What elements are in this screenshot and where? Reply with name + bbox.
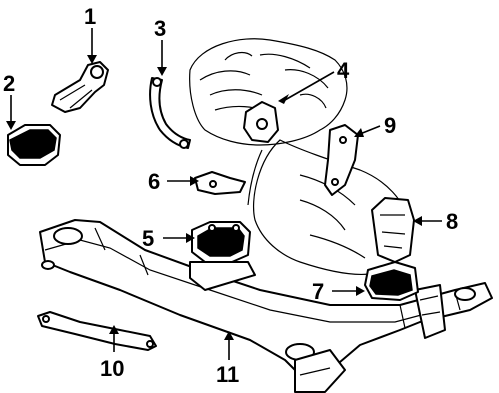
part-6-bracket: [194, 171, 246, 195]
callout-9: 9: [384, 113, 396, 138]
part-10-brace: [37, 311, 157, 351]
engine-cradle: [39, 219, 493, 393]
callout-3: 3: [154, 16, 166, 41]
arrow-1: [87, 55, 97, 64]
leader-4: [284, 71, 335, 101]
callout-7: 7: [312, 279, 324, 304]
callout-1: 1: [84, 4, 96, 29]
arrow-9: [354, 128, 364, 137]
arrow-2: [6, 121, 16, 130]
arrow-6: [190, 176, 199, 186]
callout-4: 4: [337, 58, 350, 83]
callout-2: 2: [3, 71, 15, 96]
arrow-7: [356, 286, 365, 296]
arrow-5: [186, 233, 195, 243]
callout-labels: 1 2 3 4 5 6 7 8 9 10 11: [3, 4, 458, 387]
part-1-mount-bracket: [51, 61, 109, 113]
arrow-4: [278, 94, 289, 104]
callout-8: 8: [446, 209, 458, 234]
part-2-engine-mount: [7, 124, 61, 166]
arrow-3: [157, 67, 167, 76]
part-9-bracket: [324, 124, 359, 196]
leader-lines: [6, 28, 442, 360]
part-3-strap-bracket: [149, 77, 191, 149]
part-7-transmission-mount: [364, 261, 419, 301]
arrow-10: [109, 325, 119, 334]
arrow-8: [413, 216, 422, 226]
part-8-mount-bracket: [371, 197, 415, 263]
callout-11: 11: [216, 362, 239, 387]
callout-10: 10: [100, 356, 124, 381]
arrow-11: [224, 331, 234, 340]
part-4-engine-bracket: [243, 101, 279, 143]
callout-6: 6: [148, 169, 160, 194]
callout-5: 5: [142, 226, 154, 251]
leader-9: [359, 125, 381, 135]
part-5-engine-mount: [189, 221, 256, 291]
